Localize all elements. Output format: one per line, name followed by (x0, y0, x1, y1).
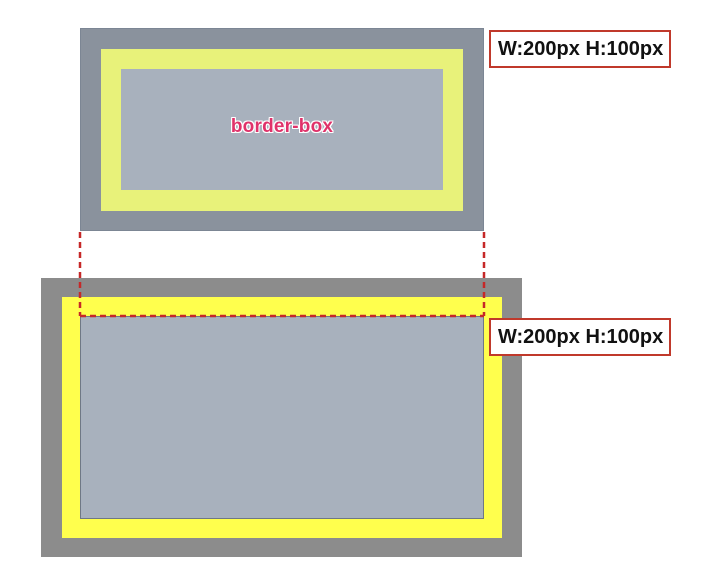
bottom-size-label: W:200px H:100px (489, 318, 672, 356)
top-size-label: W:200px H:100px (489, 30, 672, 68)
bottom-box-content-area (80, 316, 484, 519)
top-box-content-area (121, 69, 443, 190)
box-sizing-label: border-box (230, 116, 334, 137)
